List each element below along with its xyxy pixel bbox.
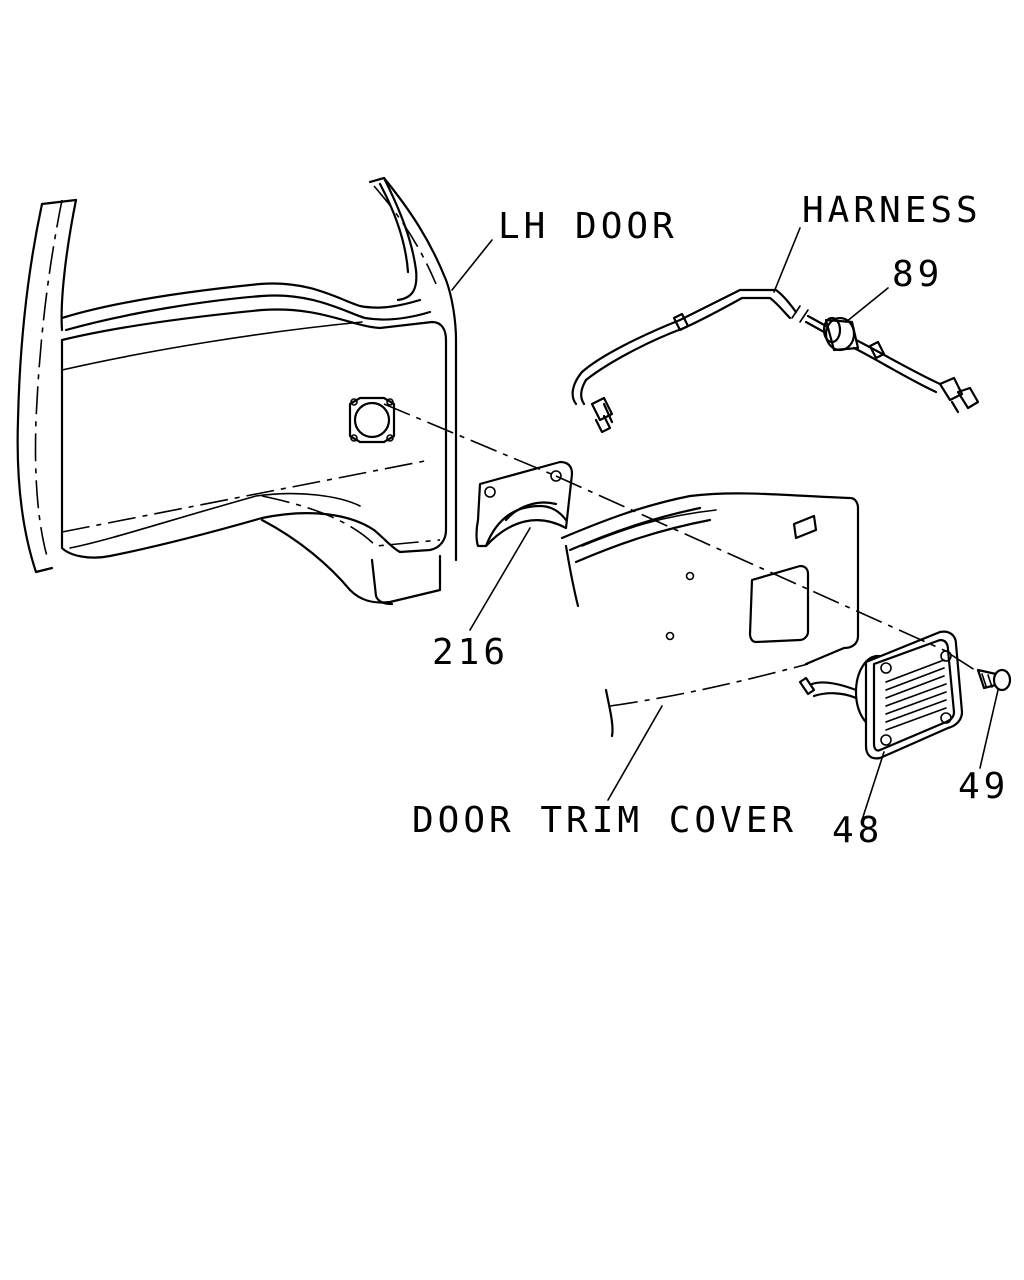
lh-door-leader [451,239,493,291]
lh-door-panel [16,176,458,606]
door-trim-cover [560,492,860,738]
part-48-leader [861,751,885,821]
part-89-label: 89 [892,254,943,295]
part-89-leader [845,287,889,323]
harness-wire [571,288,980,434]
part-216-label: 216 [432,632,509,673]
bracket-216 [475,460,574,548]
grommet-89 [822,316,860,352]
screw-49 [976,668,1012,692]
speaker-48 [798,630,964,760]
lh-door-label: LH DOOR [498,206,678,247]
alignment-line-screw [949,653,979,673]
harness-leader [773,227,801,293]
part-49-label: 49 [958,766,1009,807]
part-48-label: 48 [832,810,883,851]
door-trim-cover-label: DOOR TRIM COVER [412,800,797,841]
door-trim-cover-leader [607,705,663,801]
alignment-line-middle [555,475,949,653]
alignment-line-lower [61,459,431,533]
alignment-line-upper [383,403,557,477]
part-49-leader [979,689,999,769]
harness-label: HARNESS [802,190,982,231]
part-216-leader [469,527,531,631]
